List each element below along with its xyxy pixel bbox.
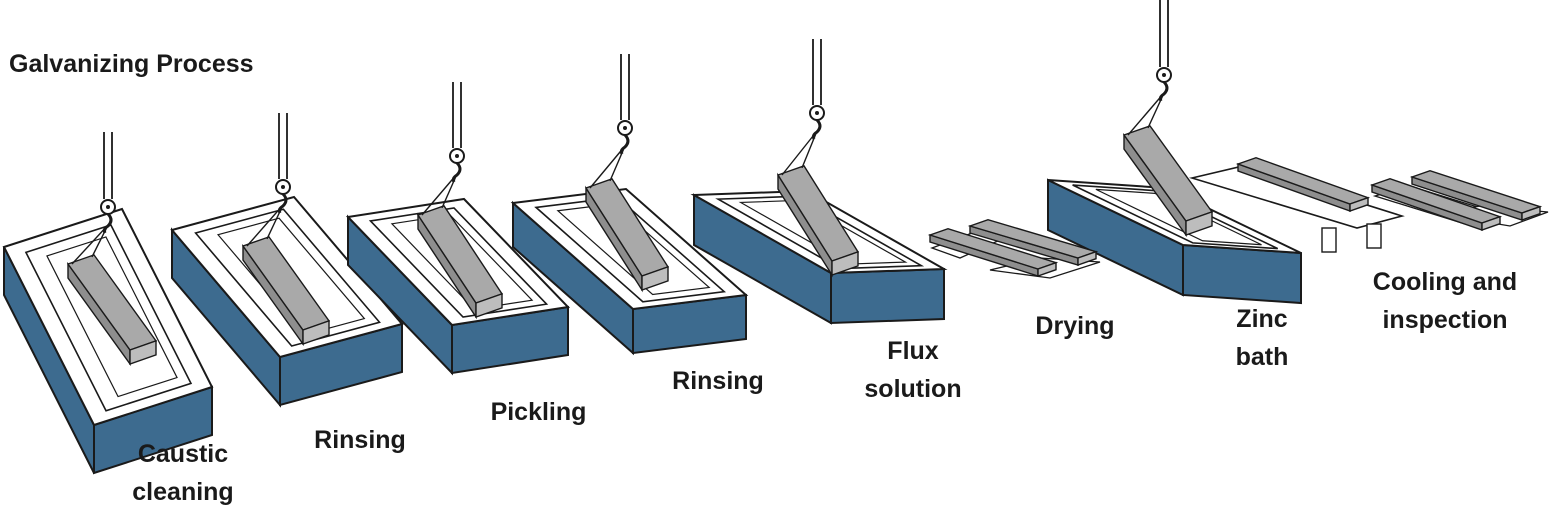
sling-line — [441, 173, 458, 209]
crane-pulley-center — [281, 185, 285, 189]
beam-end — [641, 265, 669, 291]
beam-end — [1521, 205, 1541, 221]
platform-leg — [1366, 223, 1382, 249]
station-6 — [1047, 0, 1302, 305]
crane-pulley-center — [106, 205, 110, 209]
crane-pulley-center — [1162, 73, 1166, 77]
step-label-cooling: Cooling and inspection — [1355, 263, 1535, 339]
platform-leg — [1321, 227, 1337, 253]
process-scene — [2, 0, 1549, 475]
step-label-line: Zinc — [1236, 305, 1288, 333]
beam-end — [475, 292, 503, 318]
step-label-caustic: Caustic cleaning — [118, 435, 248, 511]
step-label-line: Flux — [887, 337, 939, 365]
beam-end — [1037, 261, 1057, 277]
step-label-rinsing-2: Rinsing — [658, 362, 778, 400]
beam-end — [302, 319, 330, 345]
sling-line — [421, 173, 458, 216]
step-label-zinc: Zinc bath — [1212, 300, 1312, 376]
step-label-line: Cooling and — [1372, 268, 1518, 296]
step-label-line: Pickling — [490, 398, 587, 426]
beam-end — [1185, 210, 1213, 236]
station-1 — [2, 132, 214, 475]
beam-end — [1481, 215, 1501, 231]
cooling-platform — [1188, 156, 1405, 253]
sling-line — [781, 130, 818, 176]
crane-pulley-center — [815, 111, 819, 115]
drying-rack — [927, 218, 1101, 279]
step-label-line: Caustic — [137, 440, 229, 468]
crane-pulley-center — [455, 154, 459, 158]
sling-line — [91, 224, 109, 258]
sling-line — [246, 204, 284, 247]
tank-front — [1182, 243, 1302, 305]
beam-end — [831, 250, 859, 276]
crane-pulley-center — [623, 126, 627, 130]
step-label-flux: Flux solution — [848, 332, 978, 408]
step-label-line: Rinsing — [314, 426, 406, 454]
step-label-line: solution — [864, 375, 962, 403]
step-label-line: Drying — [1035, 312, 1115, 340]
sling-line — [589, 145, 626, 189]
sling-line — [609, 145, 626, 182]
station-5 — [690, 39, 948, 325]
sling-line — [266, 204, 284, 240]
step-label-rinsing-1: Rinsing — [300, 421, 420, 459]
step-label-line: cleaning — [132, 478, 234, 506]
sling-line — [1127, 92, 1165, 136]
sling-line — [71, 224, 109, 265]
inspection-rack — [1369, 169, 1549, 231]
sling-line — [1147, 92, 1165, 129]
station-3 — [345, 82, 571, 376]
station-2 — [170, 113, 404, 408]
tank-front — [830, 267, 945, 325]
diagram-title: Galvanizing Process — [9, 50, 254, 78]
step-label-line: Rinsing — [672, 367, 764, 395]
station-4 — [510, 54, 749, 356]
beam-end — [129, 339, 157, 365]
beam-end — [1077, 250, 1097, 266]
sling-line — [801, 130, 818, 169]
beam-end — [1349, 196, 1369, 212]
platform-top — [1188, 165, 1405, 229]
step-label-line: bath — [1235, 343, 1289, 371]
step-label-pickling: Pickling — [476, 393, 601, 431]
step-label-line: inspection — [1382, 306, 1508, 334]
step-label-drying: Drying — [1020, 307, 1130, 345]
